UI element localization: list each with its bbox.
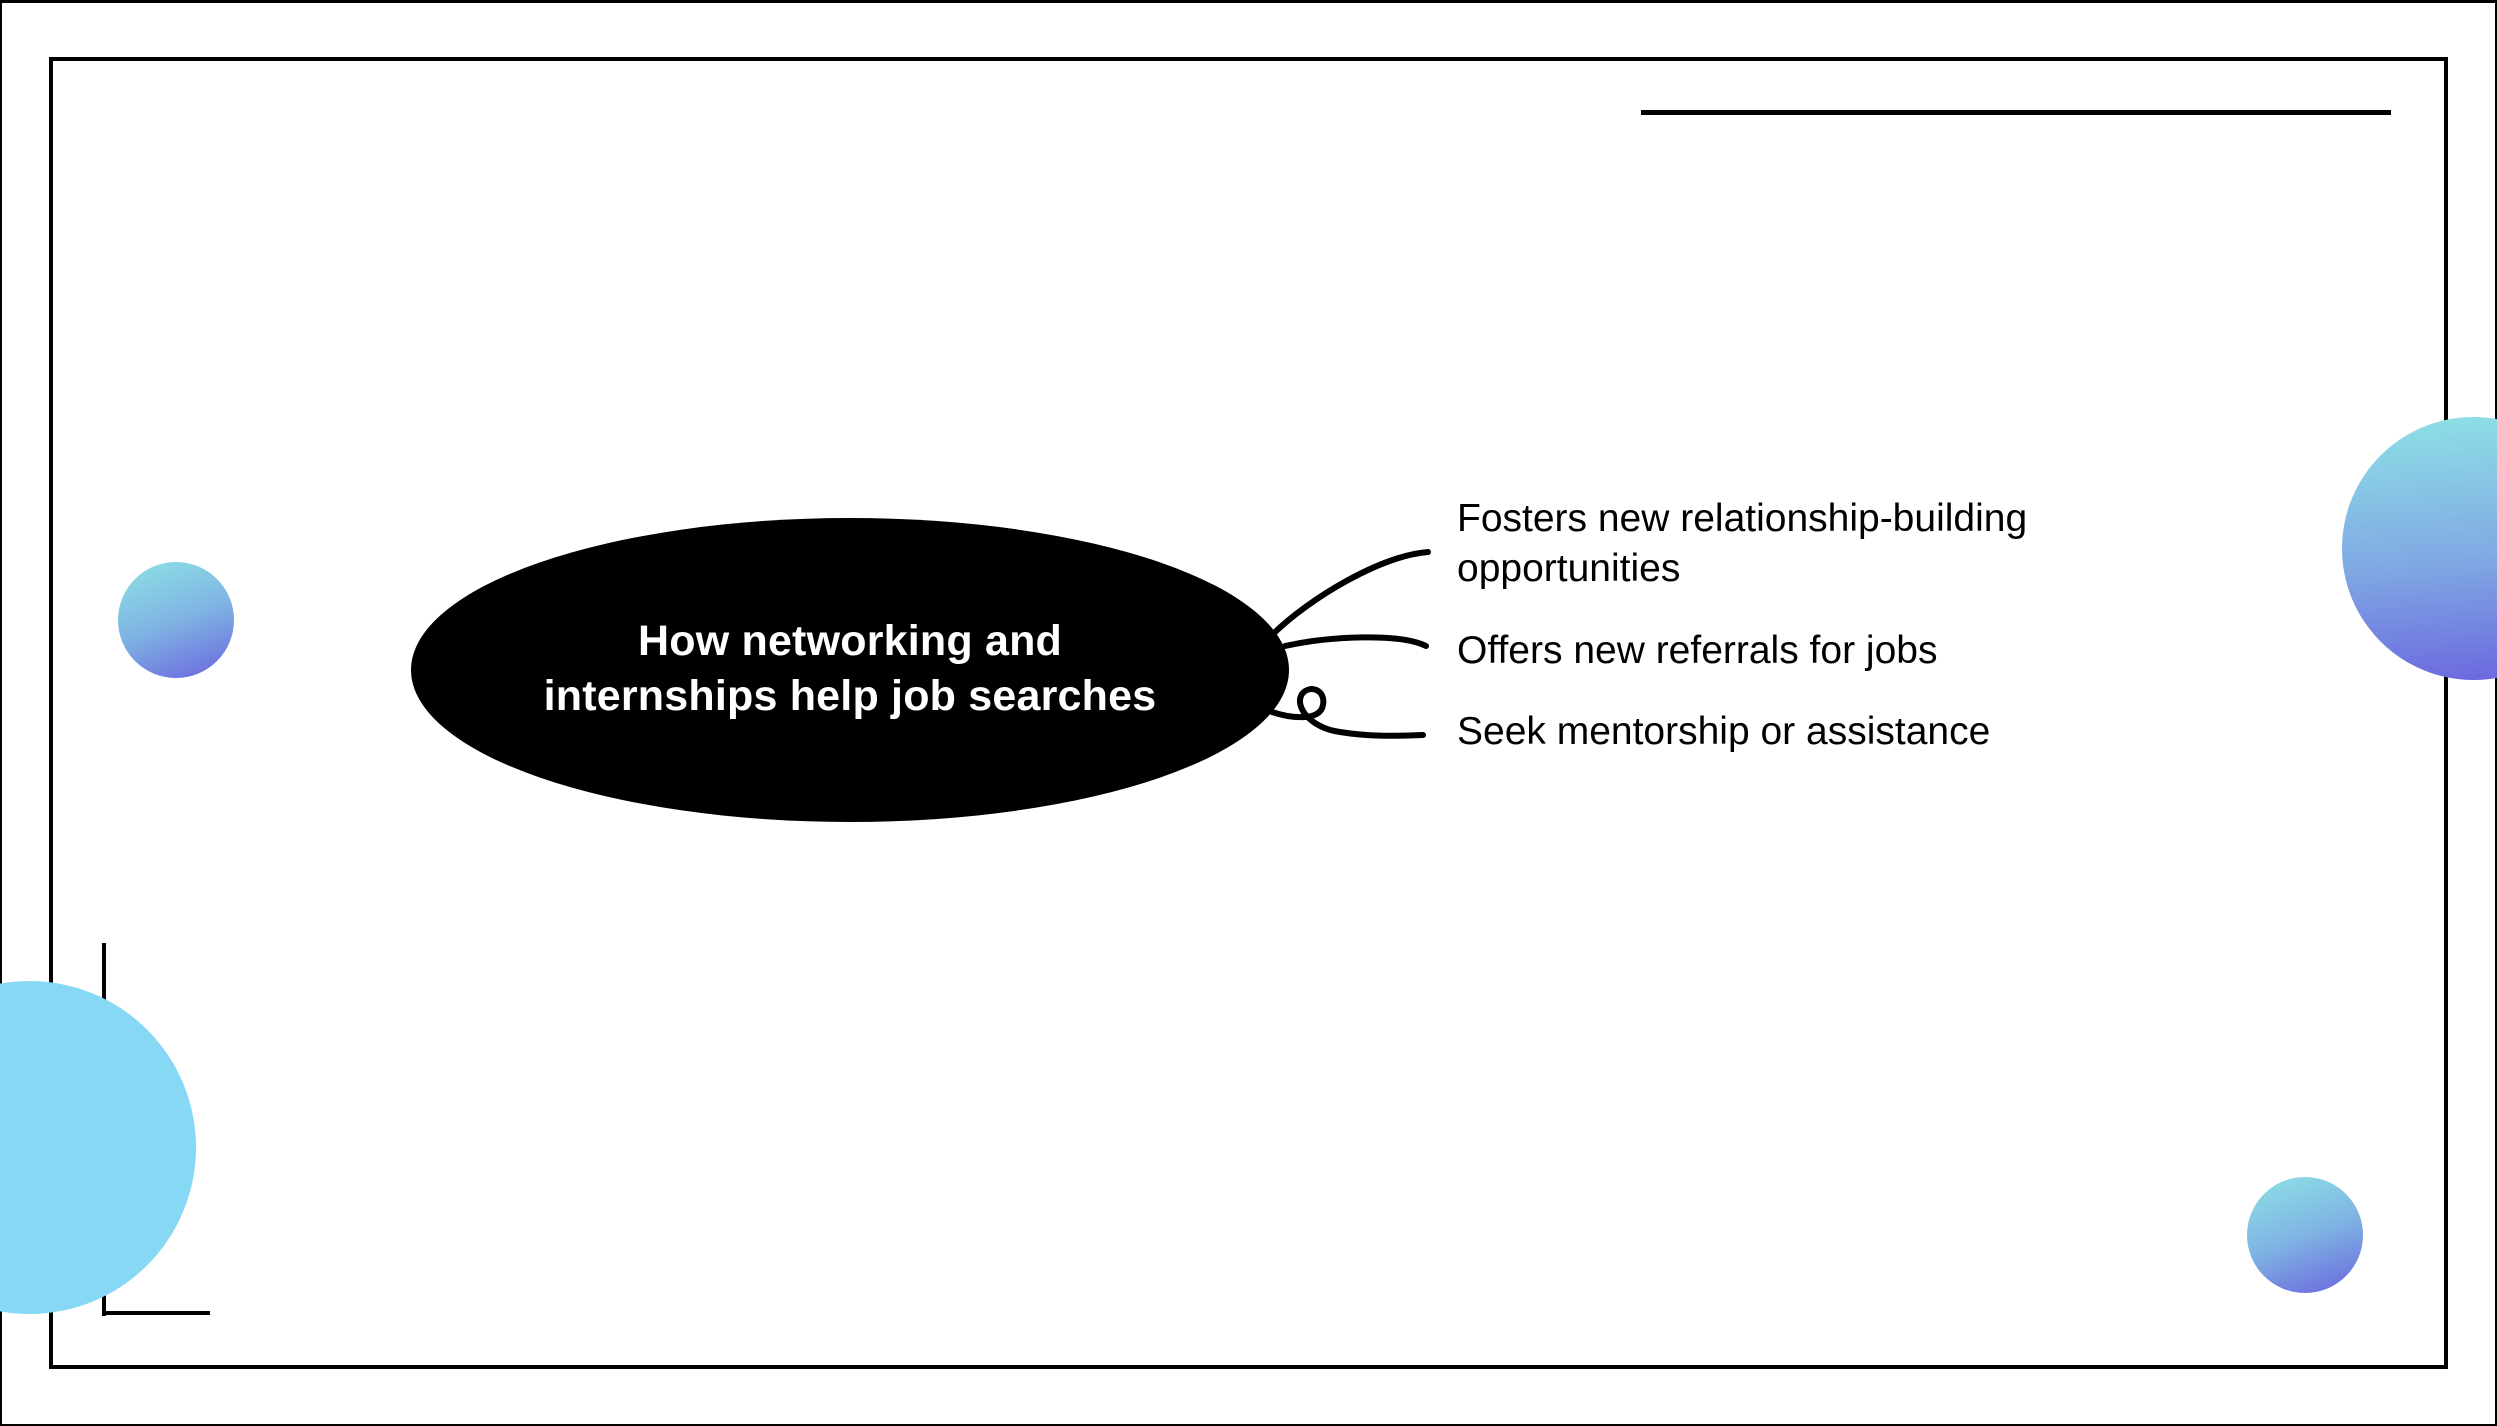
branch-node-referrals[interactable]: Offers new referrals for jobs xyxy=(1457,626,1937,676)
branch-1-line-2: opportunities xyxy=(1457,547,1681,590)
branch-1-line-1: Fosters new relationship-building xyxy=(1457,497,2028,540)
central-topic-title: How networking and internships help job … xyxy=(500,614,1200,724)
decorative-circle-left xyxy=(118,562,234,678)
corner-bracket-horizontal xyxy=(102,1311,210,1315)
branch-node-mentorship[interactable]: Seek mentorship or assistance xyxy=(1457,707,1990,757)
central-topic-line-1: How networking and xyxy=(637,617,1063,665)
central-topic-line-2: internships help job searches xyxy=(543,672,1157,720)
top-right-rule-line xyxy=(1641,110,2391,115)
central-topic-node[interactable]: How networking and internships help job … xyxy=(411,518,1289,822)
slide-inner-frame xyxy=(49,57,2448,1369)
branch-3-line-1: Seek mentorship or assistance xyxy=(1457,710,1991,753)
branch-2-line-1: Offers new referrals for jobs xyxy=(1457,629,1938,672)
decorative-circle-bottom-right xyxy=(2247,1177,2363,1293)
branch-node-relationships[interactable]: Fosters new relationship-building opport… xyxy=(1457,494,2027,594)
